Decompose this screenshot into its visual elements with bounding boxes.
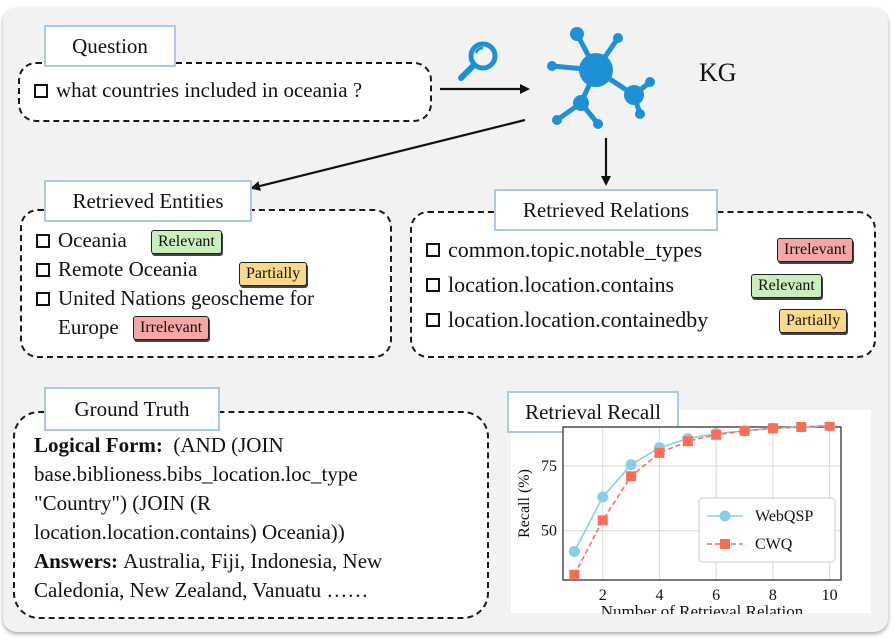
entity-item: Remote Oceania: [36, 257, 197, 282]
logical-form-text: location.location.contains) Oceania)): [34, 520, 345, 544]
checkbox-icon: [36, 233, 50, 248]
ground-truth-title: Ground Truth: [44, 387, 220, 431]
x-tick-label: 6: [712, 587, 720, 604]
data-point-cwq: [711, 429, 722, 440]
relation-item: common.topic.notable_types: [426, 237, 702, 263]
relevant-tag: Relevant: [751, 274, 822, 298]
logical-form-text: (AND (JOIN: [173, 433, 284, 457]
y-axis-label: Recall (%): [516, 469, 533, 538]
x-tick-label: 8: [769, 587, 777, 604]
entity-text: United Nations geoscheme for: [58, 286, 315, 310]
entities-title: Retrieved Entities: [44, 180, 252, 222]
legend-box: [698, 497, 836, 563]
question-box: [18, 62, 432, 122]
checkbox-icon: [426, 278, 440, 292]
answers-label: Answers:: [34, 549, 118, 573]
x-tick-label: 2: [599, 587, 607, 604]
x-tick-label: 4: [655, 587, 663, 604]
kg-label: KG: [699, 58, 737, 87]
x-tick-label: 10: [822, 587, 838, 604]
plot-frame: [562, 426, 842, 581]
ground-truth-box: [13, 411, 489, 619]
logical-form-line: Logical Form: (AND (JOIN: [34, 431, 284, 460]
magnifier-icon: [458, 41, 498, 81]
legend-label-cwq: CWQ: [755, 536, 793, 553]
data-point-cwq: [626, 471, 637, 482]
question-row: what countries included in oceania ?: [34, 78, 362, 103]
data-point-cwq: [824, 422, 835, 431]
data-point-webqsp: [597, 491, 609, 503]
entity-item: United Nations geoscheme for: [36, 286, 314, 311]
data-point-cwq: [796, 422, 807, 432]
question-title: Question: [44, 25, 176, 67]
relation-text: location.location.containedby: [448, 307, 709, 332]
knowledge-graph-icon: [547, 27, 655, 129]
relation-text: common.topic.notable_types: [448, 237, 703, 262]
relation-item: location.location.contains: [426, 272, 674, 298]
y-tick-label: 75: [541, 458, 557, 475]
answers-line: Answers: Australia, Fiji, Indonesia, New: [34, 547, 382, 576]
legend-marker: [720, 539, 730, 549]
checkbox-icon: [426, 313, 440, 327]
data-point-cwq: [597, 515, 608, 526]
data-point-webqsp: [625, 459, 637, 471]
checkbox-icon: [36, 291, 50, 306]
data-point-cwq: [569, 569, 580, 580]
checkbox-icon: [34, 83, 48, 98]
checkbox-icon: [426, 243, 440, 257]
data-point-cwq: [654, 447, 665, 458]
x-axis-label: Number of Retrieval Relation: [601, 602, 804, 614]
logical-form-text: base.biblioness.bibs_location.loc_type: [34, 462, 358, 486]
relation-text: location.location.contains: [448, 272, 675, 297]
chart-title: Retrieval Recall: [507, 391, 679, 433]
partially-tag: Partially: [239, 262, 308, 286]
entity-text-continued: Europe: [58, 315, 119, 339]
entity-text: Oceania: [58, 228, 127, 252]
entity-text: Remote Oceania: [58, 257, 198, 281]
logical-form-label: Logical Form:: [34, 433, 163, 457]
legend-label-webqsp: WebQSP: [755, 508, 813, 525]
partially-tag: Partially: [779, 309, 848, 333]
relations-title: Retrieved Relations: [494, 189, 718, 231]
data-point-cwq: [767, 423, 778, 434]
data-point-cwq: [682, 436, 693, 447]
answers-text: Australia, Fiji, Indonesia, New: [123, 549, 383, 573]
data-point-webqsp: [568, 545, 580, 557]
relevant-tag: Relevant: [151, 230, 222, 254]
entity-item: Oceania: [36, 228, 127, 253]
question-text: what countries included in oceania ?: [56, 78, 363, 102]
legend-marker: [719, 510, 731, 522]
series-line-cwq: [573, 424, 830, 576]
answers-text: Caledonia, New Zealand, Vanuatu ……: [34, 578, 369, 602]
arrow-kg-to-entities: [250, 118, 526, 191]
relation-item: location.location.containedby: [426, 307, 708, 333]
irrelevant-tag: Irrelevant: [777, 238, 854, 262]
y-tick-label: 50: [541, 523, 557, 540]
irrelevant-tag: Irrelevant: [133, 316, 210, 340]
logical-form-text: "Country") (JOIN (R: [34, 491, 211, 515]
checkbox-icon: [36, 262, 50, 277]
data-point-cwq: [739, 425, 750, 436]
